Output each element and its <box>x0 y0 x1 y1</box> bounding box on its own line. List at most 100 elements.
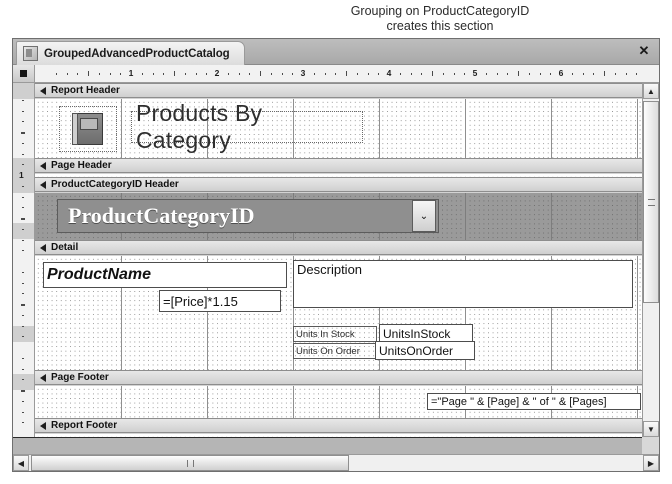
units-on-order-label[interactable]: Units On Order <box>293 343 377 359</box>
report-design-surface[interactable]: Report Header Products By Category Page … <box>35 83 642 437</box>
annotation-callout: Grouping on ProductCategoryID creates th… <box>300 4 580 34</box>
ruler-tick <box>421 73 423 75</box>
ruler-tick <box>582 73 584 75</box>
ruler-tick <box>249 73 251 75</box>
ruler-tick <box>356 73 358 75</box>
ruler-number: 4 <box>386 68 392 78</box>
ruler-tick <box>335 73 337 75</box>
ruler-number: 5 <box>472 68 478 78</box>
report-image-control[interactable] <box>59 106 117 152</box>
canvas-report-header[interactable]: Products By Category <box>35 99 642 158</box>
document-tab-label: GroupedAdvancedProductCatalog <box>44 47 230 60</box>
section-bar-detail[interactable]: Detail <box>35 240 642 255</box>
ruler-tick <box>571 73 573 75</box>
ruler-tick <box>22 325 24 327</box>
ruler-number: 1 <box>19 170 24 180</box>
ruler-number: 3 <box>300 68 306 78</box>
ruler-tick <box>625 73 627 75</box>
units-in-stock-field[interactable]: UnitsInStock <box>379 324 473 343</box>
ruler-tick <box>22 400 24 402</box>
vertical-scrollbar[interactable]: ▲ ▼ <box>642 83 659 437</box>
ruler-tick <box>22 185 24 187</box>
report-selector-button[interactable] <box>13 65 35 82</box>
section-label-group-header: ProductCategoryID Header <box>51 179 179 190</box>
section-bar-page-header[interactable]: Page Header <box>35 158 642 173</box>
ruler-tick <box>22 282 24 284</box>
close-icon[interactable]: ✕ <box>638 43 650 58</box>
ruler-tick <box>636 73 638 75</box>
ruler-tick <box>550 73 552 75</box>
chevron-down-icon[interactable]: ⌄ <box>412 200 436 232</box>
ruler-tick <box>22 239 24 241</box>
ruler-tick <box>432 71 433 76</box>
ruler-tick <box>152 73 154 75</box>
ruler-tick <box>367 73 369 75</box>
ruler-tick <box>324 73 326 75</box>
ruler-tick <box>22 196 24 198</box>
canvas-page-header[interactable] <box>35 174 642 177</box>
ruler-tick <box>22 368 24 370</box>
ruler-tick <box>22 153 24 155</box>
ruler-number: 6 <box>558 68 564 78</box>
ruler-tick <box>22 207 24 209</box>
section-bar-page-footer[interactable]: Page Footer <box>35 370 642 385</box>
section-bar-group-header[interactable]: ProductCategoryID Header <box>35 177 642 192</box>
section-label-detail: Detail <box>51 242 79 253</box>
ruler-tick <box>22 357 24 359</box>
section-label-page-header: Page Header <box>51 160 112 171</box>
collapse-triangle-icon <box>40 373 46 382</box>
canvas-group-header[interactable]: ProductCategoryID ⌄ <box>35 193 642 240</box>
document-icon <box>23 46 38 61</box>
canvas-report-footer[interactable] <box>35 434 642 437</box>
canvas-detail[interactable]: ProductName =[Price]*1.15 Description Un… <box>35 256 642 370</box>
ruler-section-shade <box>13 326 34 342</box>
ruler-tick <box>206 73 208 75</box>
collapse-triangle-icon <box>40 180 46 189</box>
ruler-tick <box>453 73 455 75</box>
document-tab[interactable]: GroupedAdvancedProductCatalog <box>16 41 245 65</box>
scroll-up-icon[interactable]: ▲ <box>643 83 659 99</box>
scroll-down-icon[interactable]: ▼ <box>643 421 659 437</box>
horizontal-scrollbar-thumb[interactable] <box>31 455 349 471</box>
description-field[interactable]: Description <box>293 260 633 308</box>
collapse-triangle-icon <box>40 86 46 95</box>
scroll-right-icon[interactable]: ▶ <box>643 455 659 471</box>
canvas-page-footer[interactable]: ="Page " & [Page] & " of " & [Pages] <box>35 386 642 418</box>
units-in-stock-label[interactable]: Units In Stock <box>293 326 377 342</box>
group-field-combobox[interactable]: ProductCategoryID ⌄ <box>57 199 439 233</box>
ruler-tick <box>98 73 100 75</box>
ruler-tick <box>238 73 240 75</box>
price-expression-field[interactable]: =[Price]*1.15 <box>159 290 281 312</box>
ruler-tick <box>378 73 380 75</box>
ruler-tick <box>22 271 24 273</box>
ruler-tick <box>614 73 616 75</box>
page-number-expression-field[interactable]: ="Page " & [Page] & " of " & [Pages] <box>427 393 641 410</box>
ruler-tick <box>120 73 122 75</box>
ruler-tick <box>593 73 595 75</box>
vertical-scrollbar-thumb[interactable] <box>643 101 659 303</box>
horizontal-scrollbar[interactable]: ◀ ▶ <box>13 454 659 471</box>
report-title-label[interactable]: Products By Category <box>131 100 363 153</box>
ruler-tick <box>22 99 24 101</box>
ruler-tick <box>399 73 401 75</box>
units-on-order-field[interactable]: UnitsOnOrder <box>375 341 475 360</box>
ruler-tick <box>22 250 24 252</box>
scroll-left-icon[interactable]: ◀ <box>13 455 29 471</box>
ruler-tick <box>507 73 509 75</box>
ruler-tick <box>22 314 24 316</box>
section-bar-report-header[interactable]: Report Header <box>35 83 642 98</box>
collapse-triangle-icon <box>40 243 46 252</box>
ruler-tick <box>22 422 24 424</box>
section-bar-report-footer[interactable]: Report Footer <box>35 418 642 433</box>
ruler-tick <box>22 142 24 144</box>
collapse-triangle-icon <box>40 161 46 170</box>
ruler-tick <box>270 73 272 75</box>
ruler-tick <box>174 71 175 76</box>
ruler-tick <box>163 73 165 75</box>
ruler-number: 2 <box>214 68 220 78</box>
section-label-report-footer: Report Footer <box>51 420 118 431</box>
ruler-tick <box>22 336 24 338</box>
product-name-field[interactable]: ProductName <box>43 262 287 288</box>
ruler-section-shade <box>13 83 34 99</box>
